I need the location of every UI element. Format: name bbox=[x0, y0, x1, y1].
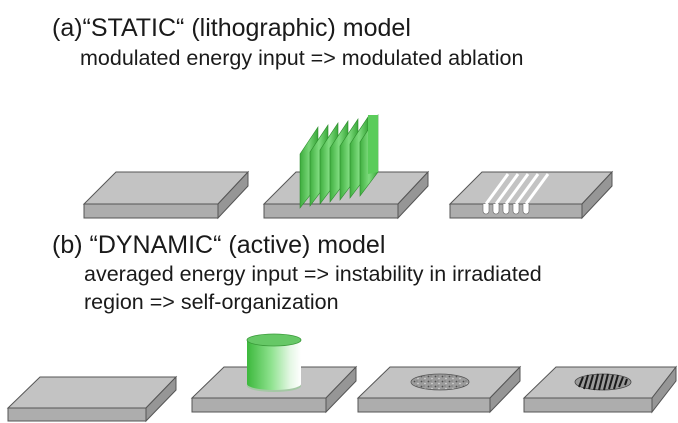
grating-beam bbox=[299, 114, 379, 209]
disordered-surface-pattern bbox=[410, 373, 470, 391]
panel-a-slab-1 bbox=[82, 170, 250, 220]
panel-a-subtitle: modulated energy input => modulated abla… bbox=[80, 46, 524, 70]
ripple-pattern bbox=[574, 373, 632, 391]
panel-b-subtitle-line1: averaged energy input => instability in … bbox=[84, 262, 542, 286]
panel-a-title: (a)“STATIC“ (lithographic) model bbox=[52, 14, 411, 42]
periodic-grooves bbox=[484, 173, 550, 205]
groove-notches bbox=[482, 204, 530, 215]
panel-b-slab-1 bbox=[6, 375, 178, 423]
cylindrical-beam bbox=[246, 333, 302, 392]
panel-b-subtitle-line2: region => self-organization bbox=[84, 290, 339, 314]
panel-b-title: (b) “DYNAMIC“ (active) model bbox=[52, 231, 386, 259]
